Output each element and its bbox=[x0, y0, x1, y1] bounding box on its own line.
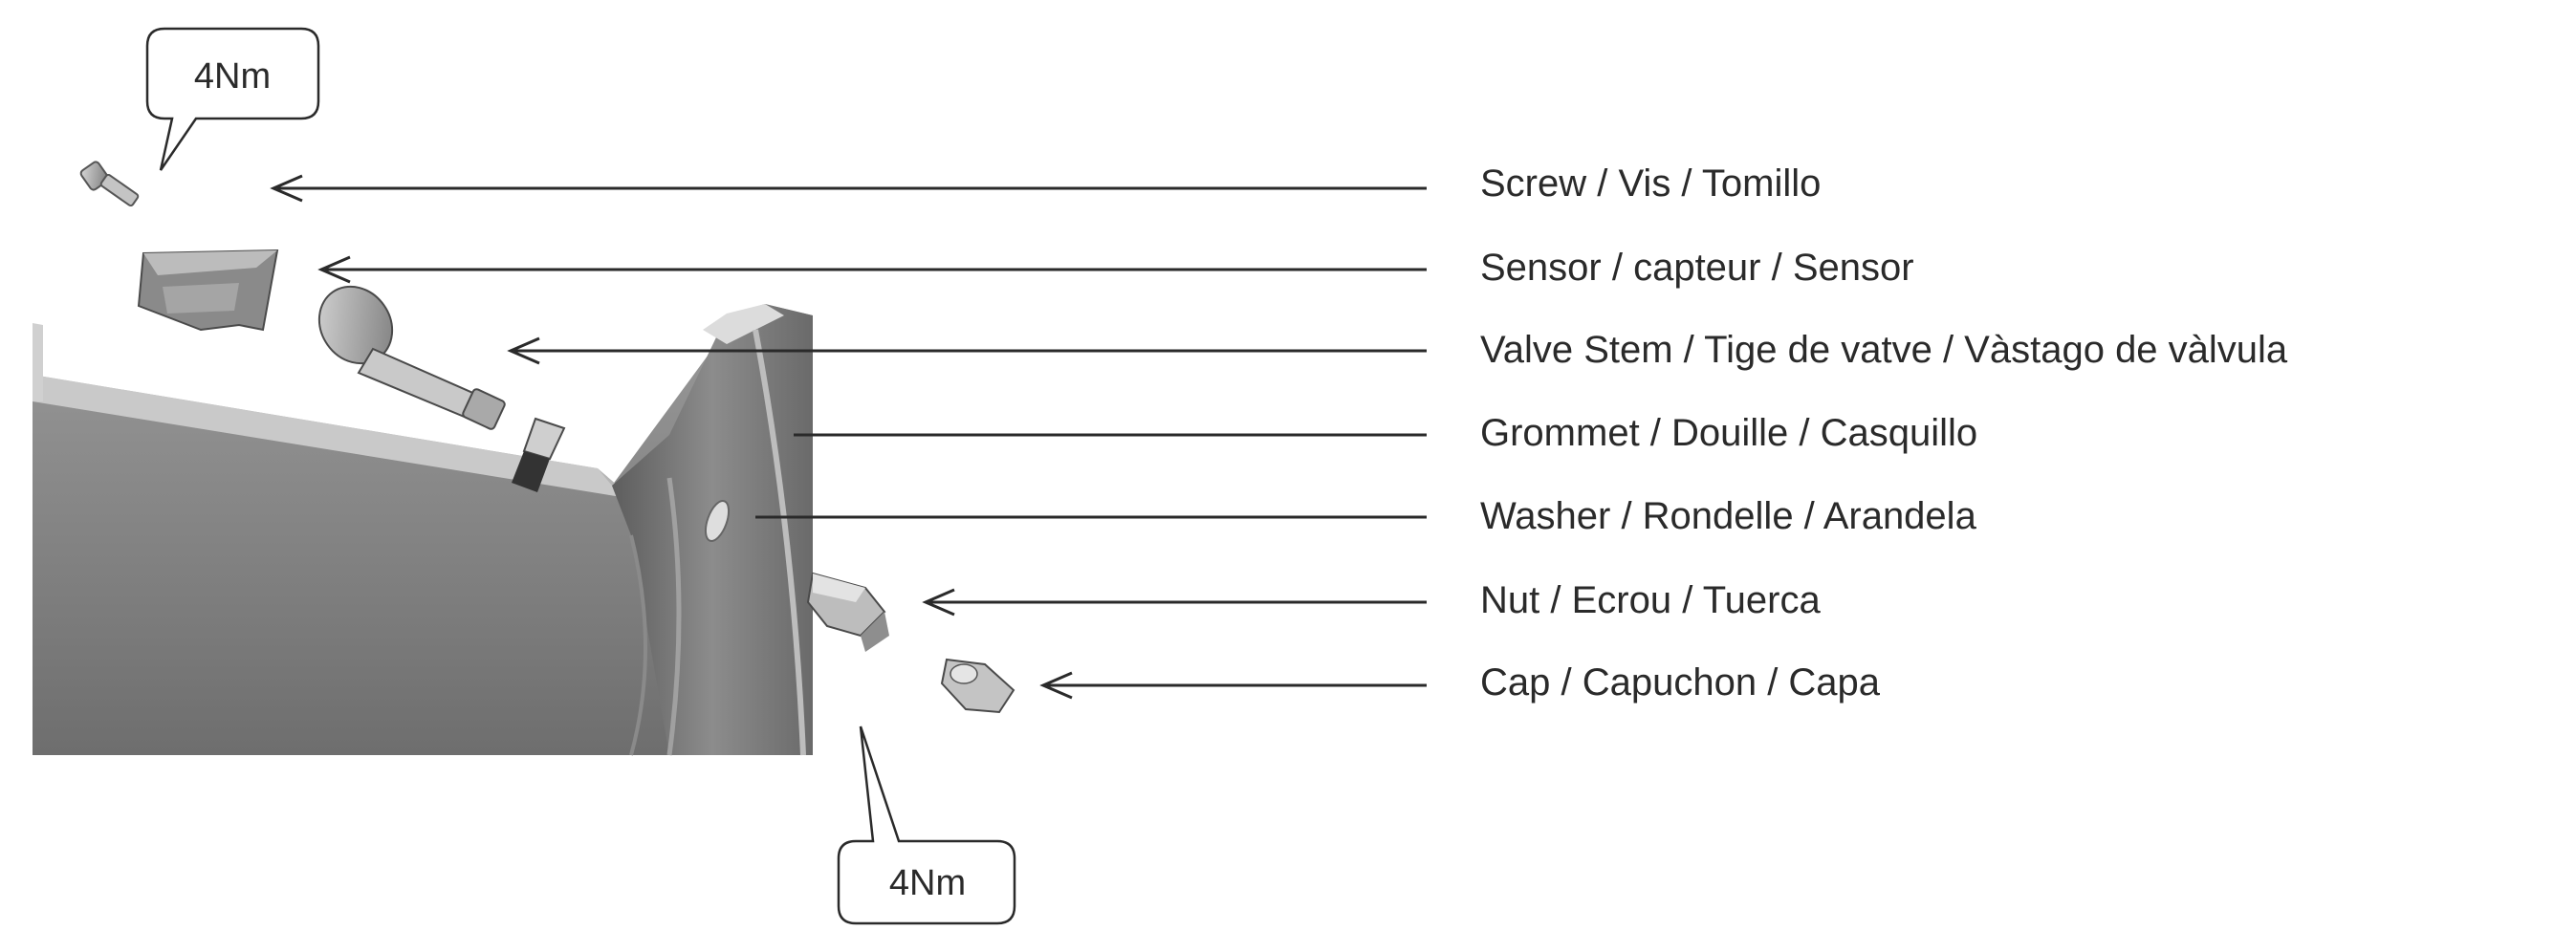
washer-icon bbox=[704, 500, 731, 542]
arrowhead-sensor bbox=[317, 255, 351, 284]
part-label-sensor: Sensor / capteur / Sensor bbox=[1480, 247, 1914, 289]
part-label-washer: Washer / Rondelle / Arandela bbox=[1480, 495, 1976, 537]
arrowhead-cap bbox=[1039, 671, 1073, 700]
torque-callout-bottom: 4Nm bbox=[837, 725, 1016, 925]
torque-label-top: 4Nm bbox=[194, 56, 271, 97]
arrowhead-screw bbox=[270, 174, 303, 203]
leader-lines bbox=[270, 174, 1427, 700]
arrowhead-nut bbox=[922, 588, 955, 617]
valve-stem-icon bbox=[317, 285, 506, 430]
part-label-cap: Cap / Capuchon / Capa bbox=[1480, 661, 1881, 704]
part-label-valve-stem: Valve Stem / Tige de vatve / Vàstago de … bbox=[1480, 329, 2288, 371]
torque-callout-top: 4Nm bbox=[145, 27, 320, 171]
sensor-icon bbox=[137, 249, 279, 332]
screw-icon bbox=[79, 161, 140, 207]
cap-icon bbox=[940, 658, 1015, 714]
grommet-icon bbox=[512, 417, 566, 492]
torque-label-bottom: 4Nm bbox=[889, 863, 966, 903]
arrowhead-valve-stem bbox=[507, 336, 540, 365]
nut-icon bbox=[806, 572, 889, 652]
part-label-grommet: Grommet / Douille / Casquillo bbox=[1480, 412, 1978, 454]
part-label-nut: Nut / Ecrou / Tuerca bbox=[1480, 579, 1821, 621]
part-label-screw: Screw / Vis / Tomillo bbox=[1480, 162, 1822, 205]
